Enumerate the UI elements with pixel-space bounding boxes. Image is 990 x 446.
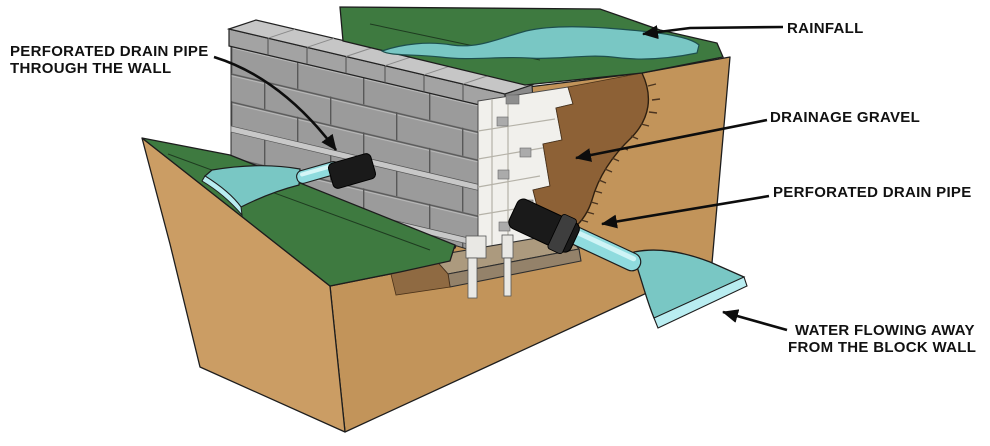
label-perforated-drain-pipe: PERFORATED DRAIN PIPE <box>773 184 972 201</box>
callout-perforated-drain-pipe: PERFORATED DRAIN PIPE <box>601 184 972 229</box>
arrow-drainage-gravel <box>575 118 768 162</box>
rain-puddle <box>380 26 700 60</box>
wall-pipe-outlet-assembly <box>201 153 377 217</box>
gravel-course-lines <box>477 97 556 254</box>
label-pipe-through-wall-line1: PERFORATED DRAIN PIPE <box>10 43 209 60</box>
water-fan-right-edge <box>653 276 748 329</box>
upper-ground <box>339 6 724 86</box>
arrow-pipe-through-wall <box>213 55 338 151</box>
label-drainage-gravel: DRAINAGE GRAVEL <box>770 109 920 126</box>
callout-water-flowing-away: WATER FLOWING AWAY FROM THE BLOCK WALL <box>722 309 976 356</box>
excavation-cut-line <box>573 72 649 229</box>
arrow-perforated-drain-pipe <box>601 194 770 229</box>
label-pipe-through-wall-line2: THROUGH THE WALL <box>10 60 171 77</box>
label-rainfall: RAINFALL <box>787 20 864 37</box>
wall-footing <box>387 232 582 299</box>
callout-drainage-gravel: DRAINAGE GRAVEL <box>575 109 920 162</box>
perforated-drain-pipe-shape <box>508 198 580 255</box>
arrow-water-flowing-away <box>722 309 788 332</box>
water-fan-left-edge <box>201 175 243 217</box>
drain-pipe-assembly <box>508 198 748 329</box>
wall-cap-top-joints <box>267 28 491 85</box>
callout-rainfall: RAINFALL <box>642 20 864 40</box>
arrow-rainfall <box>642 25 784 40</box>
wall-cap-front-joints <box>267 38 464 101</box>
callouts: PERFORATED DRAIN PIPE THROUGH THE WALL R… <box>10 20 976 356</box>
label-water-flowing-line2: FROM THE BLOCK WALL <box>788 339 976 356</box>
wall-pipe-outlet <box>327 153 377 189</box>
label-water-flowing-line1: WATER FLOWING AWAY <box>795 322 975 339</box>
buried-posts <box>465 234 514 299</box>
callout-pipe-through-wall: PERFORATED DRAIN PIPE THROUGH THE WALL <box>10 43 338 151</box>
